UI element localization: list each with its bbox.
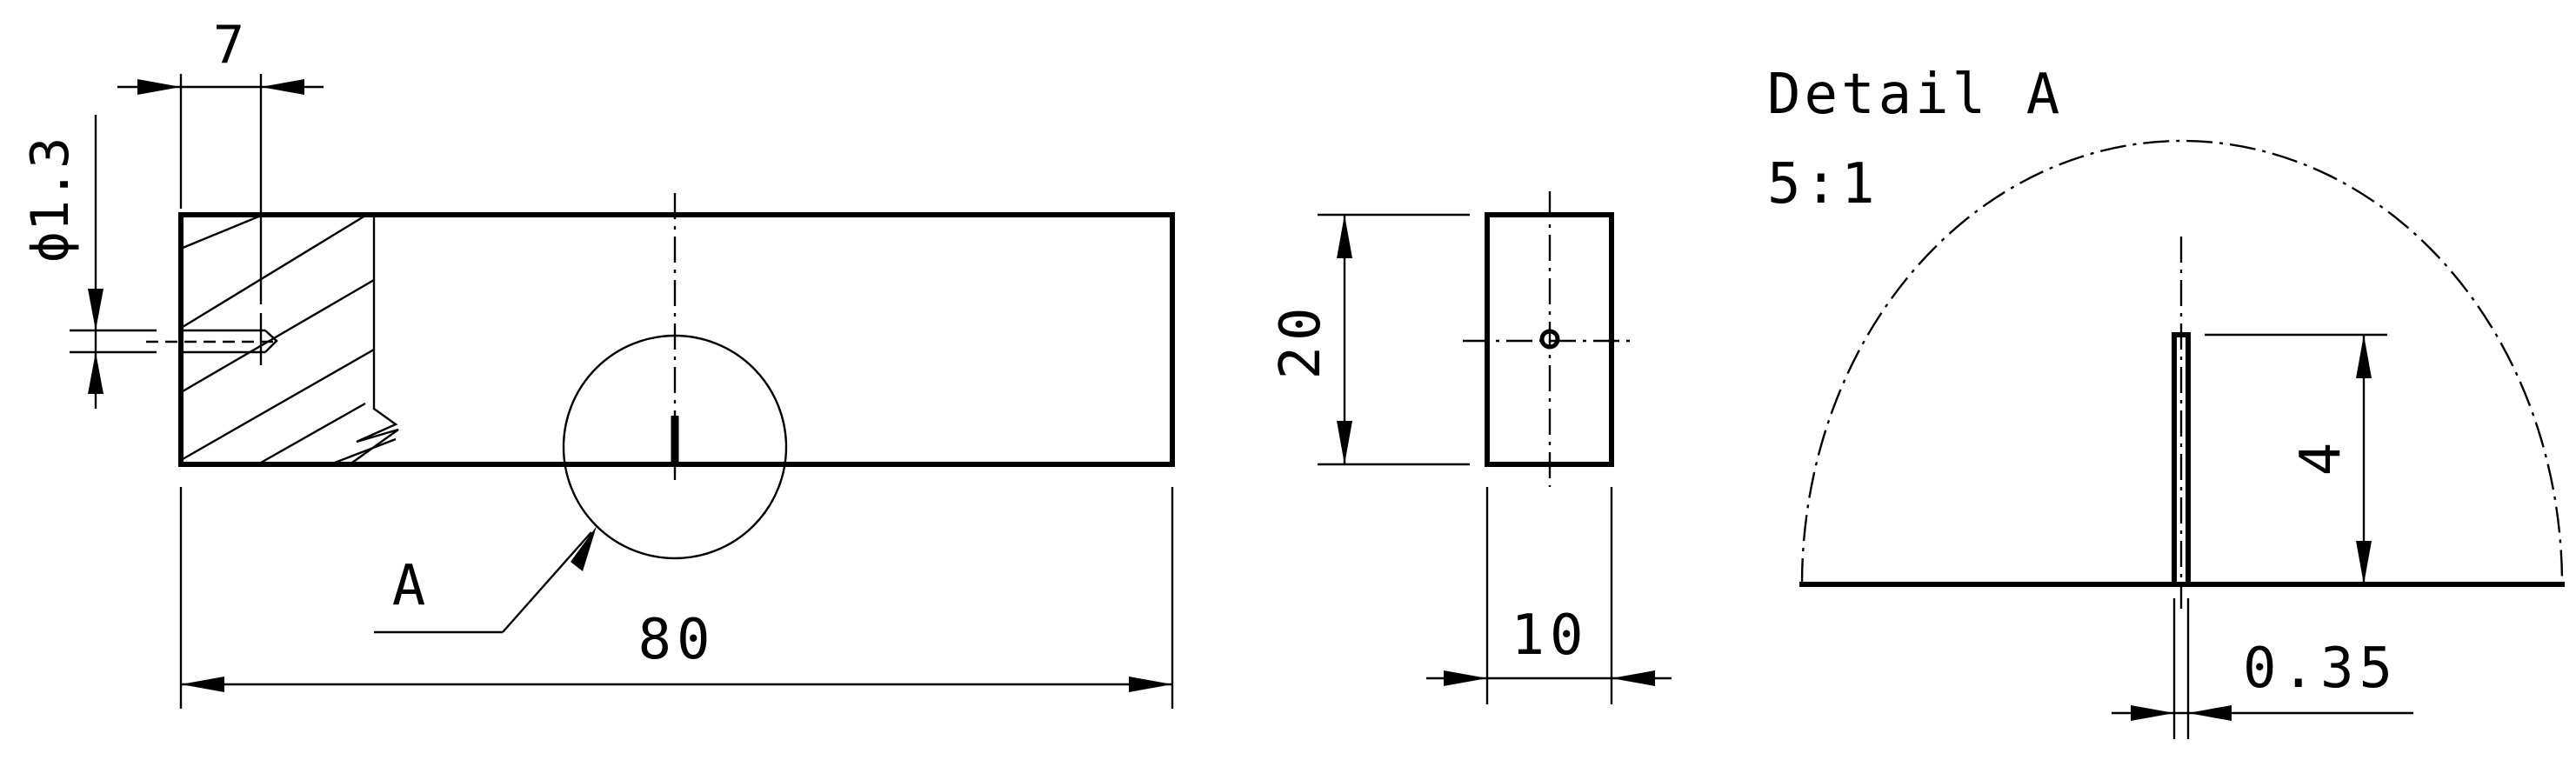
detail-scale: 5:1 (1767, 152, 1879, 217)
dim-width-label: 10 (1511, 603, 1588, 668)
dim-height-label: 20 (1269, 302, 1333, 379)
dim-hole-diameter (70, 115, 157, 409)
detail-title: Detail A (1767, 63, 2063, 127)
dim-length (179, 487, 1174, 709)
detail-circle (562, 334, 788, 560)
dim-hole-depth-label: 7 (213, 15, 244, 76)
dim-hole-diameter-label: ϕ1.3 (20, 137, 81, 263)
side-view (1463, 191, 1635, 487)
detail-boundary (1800, 139, 2564, 585)
dim-hole-depth (117, 74, 324, 304)
detail-leader-arrow (571, 526, 597, 571)
dim-slit-width-label: 0.35 (2243, 637, 2398, 701)
section-hatching (182, 214, 399, 464)
detail-leader (374, 531, 592, 634)
hole-circle (1539, 329, 1560, 350)
dim-slit-depth-label: 4 (2289, 443, 2353, 477)
detail-view (1799, 139, 2565, 609)
dim-length-label: 80 (637, 608, 715, 672)
detail-callout-label: A (392, 554, 426, 618)
dim-width (1426, 487, 1672, 704)
front-view (146, 193, 1175, 560)
